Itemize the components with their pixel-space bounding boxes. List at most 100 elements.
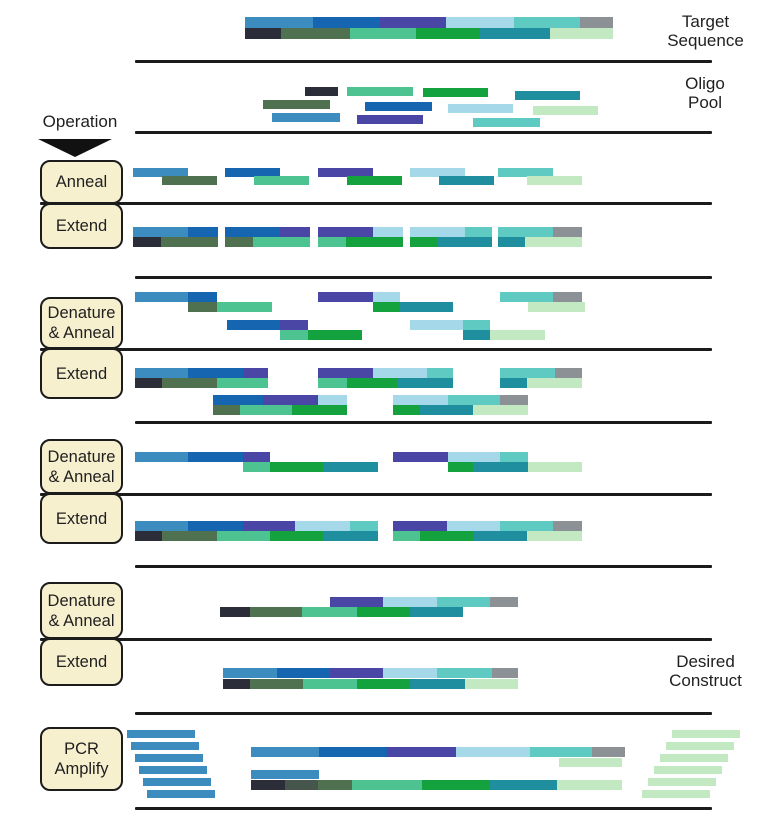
extended-top-strand bbox=[135, 368, 268, 378]
dna-segment-seagreen bbox=[217, 302, 272, 312]
dna-segment-steelblue bbox=[147, 790, 215, 798]
dna-segment-palegreen bbox=[660, 754, 728, 762]
dna-segment-turquoise bbox=[500, 292, 553, 302]
annealed-top-oligo bbox=[498, 168, 553, 177]
reverse-primer bbox=[666, 742, 734, 750]
dna-segment-violet bbox=[330, 597, 383, 607]
dna-segment-green bbox=[292, 405, 347, 415]
dna-segment-green bbox=[423, 88, 488, 97]
dna-segment-teal bbox=[420, 405, 473, 415]
operation-box-extend-2: Extend bbox=[40, 348, 123, 399]
dna-segment-lightblue bbox=[446, 17, 514, 28]
dna-segment-seagreen bbox=[280, 330, 308, 340]
reannealed-bottom-strand bbox=[280, 330, 362, 340]
reannealed-bottom-strand bbox=[528, 302, 585, 312]
oligo bbox=[515, 91, 580, 100]
dna-segment-violet bbox=[393, 452, 448, 462]
operation-box-anneal: Anneal bbox=[40, 160, 123, 204]
dna-segment-violet bbox=[280, 320, 308, 330]
annealed-bottom-oligo bbox=[254, 176, 309, 185]
dna-segment-green bbox=[422, 780, 490, 790]
operation-box-label: & Anneal bbox=[48, 467, 115, 486]
extended-bottom-strand bbox=[410, 237, 492, 247]
operation-box-label: Extend bbox=[55, 364, 108, 383]
dna-segment-violet bbox=[318, 368, 373, 378]
oligo bbox=[473, 118, 540, 127]
dna-segment-steelblue bbox=[131, 742, 199, 750]
extended-bottom-strand bbox=[135, 378, 268, 388]
dna-segment-violet bbox=[330, 668, 383, 678]
extended-bottom-strand bbox=[213, 405, 347, 415]
extended-bottom-strand bbox=[498, 237, 582, 247]
dna-segment-blue bbox=[188, 521, 243, 531]
dna-segment-seagreen bbox=[303, 679, 357, 689]
reannealed-bottom-strand bbox=[220, 607, 463, 617]
separator-line bbox=[135, 565, 712, 568]
dna-segment-lightblue bbox=[447, 521, 500, 531]
dna-segment-turquoise bbox=[448, 395, 500, 405]
dna-segment-olive bbox=[162, 531, 217, 541]
operation-box-extend-3: Extend bbox=[40, 493, 123, 544]
dna-segment-lightblue bbox=[393, 395, 448, 405]
forward-primer bbox=[147, 790, 215, 798]
dna-segment-black bbox=[223, 679, 250, 689]
operation-box-label: PCR bbox=[64, 740, 99, 758]
dna-segment-seagreen bbox=[352, 780, 422, 790]
dna-segment-steelblue bbox=[251, 747, 319, 757]
separator-line bbox=[135, 807, 712, 810]
forward-primer bbox=[131, 742, 199, 750]
dna-segment-turquoise bbox=[514, 17, 580, 28]
dna-segment-lightblue bbox=[410, 320, 463, 330]
dna-segment-lightblue bbox=[456, 747, 530, 757]
dna-segment-turquoise bbox=[498, 227, 553, 237]
dna-segment-gray bbox=[580, 17, 613, 28]
dna-segment-teal bbox=[397, 378, 453, 388]
extended-top-strand bbox=[225, 227, 310, 237]
dna-segment-green bbox=[448, 462, 473, 472]
operation-box-extend-4: Extend bbox=[40, 638, 123, 686]
oligo bbox=[365, 102, 432, 111]
dna-segment-palegreen bbox=[557, 780, 622, 790]
reverse-primer bbox=[660, 754, 728, 762]
dna-segment-lightblue bbox=[410, 227, 465, 237]
dna-segment-olive bbox=[250, 679, 303, 689]
extended-top-strand bbox=[213, 395, 347, 405]
dna-segment-violet bbox=[263, 395, 318, 405]
oligo bbox=[305, 87, 338, 96]
oligo bbox=[263, 100, 330, 109]
dna-segment-steelblue bbox=[223, 668, 277, 678]
dna-segment-turquoise bbox=[500, 368, 555, 378]
reannealed-top-strand bbox=[330, 597, 518, 607]
annealed-bottom-oligo bbox=[439, 176, 494, 185]
dna-segment-green bbox=[410, 237, 437, 247]
dna-segment-seagreen bbox=[318, 378, 347, 388]
dna-segment-teal bbox=[323, 462, 378, 472]
extended-top-strand bbox=[393, 395, 528, 405]
forward-primer bbox=[127, 730, 195, 738]
dna-segment-palegreen bbox=[527, 531, 582, 541]
dna-segment-blue bbox=[277, 668, 330, 678]
dna-segment-lightblue bbox=[383, 597, 437, 607]
separator-line bbox=[135, 60, 712, 63]
extended-top-strand bbox=[318, 368, 453, 378]
annealed-bottom-oligo bbox=[162, 176, 217, 185]
dna-segment-green bbox=[416, 28, 480, 39]
dna-segment-blue bbox=[213, 395, 263, 405]
dna-segment-olive bbox=[318, 780, 352, 790]
dna-segment-teal bbox=[439, 176, 494, 185]
dna-segment-violet bbox=[393, 521, 447, 531]
dna-segment-green bbox=[373, 302, 400, 312]
reannealed-top-strand bbox=[393, 452, 528, 462]
dna-segment-teal bbox=[410, 607, 463, 617]
operation-box-extend-1: Extend bbox=[40, 203, 123, 249]
extended-top-strand bbox=[133, 227, 218, 237]
dna-segment-black bbox=[135, 378, 162, 388]
dna-segment-turquoise bbox=[350, 521, 378, 531]
extended-top-strand bbox=[393, 521, 582, 531]
forward-primer bbox=[139, 766, 207, 774]
extended-bottom-strand bbox=[318, 237, 403, 247]
dna-segment-turquoise bbox=[465, 227, 492, 237]
dna-segment-steelblue bbox=[143, 778, 211, 786]
reverse-primer bbox=[642, 790, 710, 798]
dna-segment-gray bbox=[490, 597, 518, 607]
